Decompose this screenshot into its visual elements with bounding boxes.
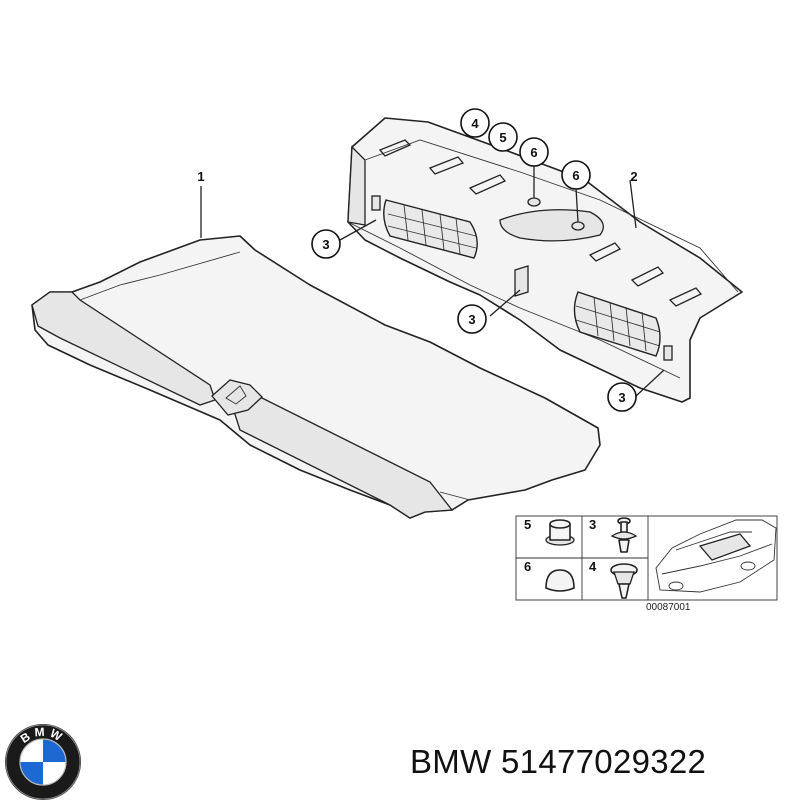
brand-name: BMW [410,743,492,780]
label-1: 1 [197,169,204,184]
bmw-logo-icon: BMW [5,724,81,800]
inset-key-4: 4 [589,559,597,574]
label-2: 2 [630,169,637,184]
leader-lines [200,162,665,397]
part-number: 51477029322 [501,743,707,780]
clip-part-icon [610,517,638,553]
callout-3a-label: 3 [322,237,329,252]
callout-5-label: 5 [499,130,506,145]
svg-text:BMW: BMW [18,725,68,746]
inset-key-5: 5 [524,517,531,532]
cap-part-icon [545,569,575,592]
callout-3b: 3 [457,304,487,334]
plug-part-icon [545,519,575,546]
callout-3a: 3 [311,229,341,259]
callout-5: 5 [488,122,518,152]
logo-lettering: BMW [18,725,64,746]
inset-key-6: 6 [524,559,531,574]
callout-3b-label: 3 [468,312,475,327]
callout-3c-label: 3 [618,390,625,405]
callout-6a: 6 [519,137,549,167]
callout-4-label: 4 [471,116,479,131]
callout-6b-label: 6 [572,168,579,183]
car-sketch-icon [655,519,777,593]
floor-cover-part [31,235,601,519]
callout-3c: 3 [607,382,637,412]
inset-reference-number: 00087001 [646,602,691,613]
push-clip-part-icon [610,563,638,599]
callout-4: 4 [460,108,490,138]
callout-6b: 6 [561,160,591,190]
callout-6a-label: 6 [530,145,537,160]
inset-panel: 5 3 6 4 [515,515,778,613]
inset-key-3: 3 [589,517,596,532]
brand-part-number-line: BMW 51477029322 [410,743,706,781]
